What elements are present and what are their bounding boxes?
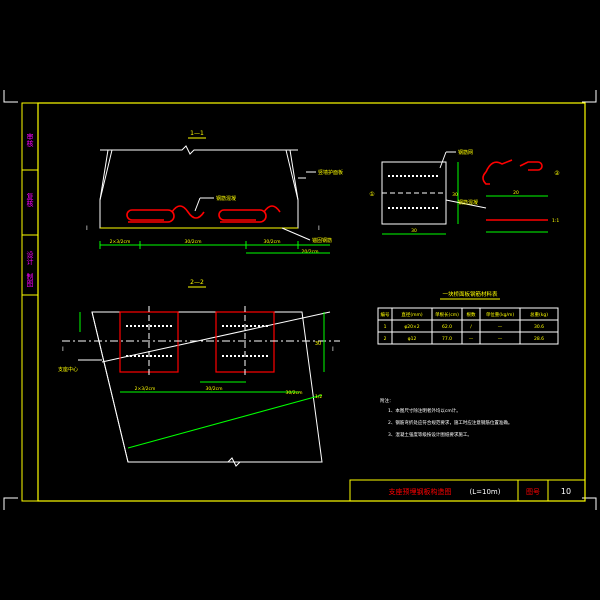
table-cell-0-5: 30.6	[534, 324, 544, 330]
sheet-label: 图号	[526, 488, 540, 496]
section-1-title: 1—1	[190, 130, 204, 137]
table-header-1: 直径(mm)	[401, 311, 423, 318]
section-2-dim-2: 30/2cm	[286, 390, 303, 396]
section-1-label-wall: 竖墙护面板	[318, 169, 343, 176]
table-header-4: 单位重(kg/m)	[486, 311, 515, 318]
section-2-right-marker: Ⅰ	[332, 346, 334, 353]
section-1-dim-2: 30/2cm	[264, 239, 281, 245]
table-cell-0-2: 62.0	[442, 324, 452, 330]
table-cell-1-4: —	[498, 337, 503, 342]
drawing-frame	[37, 102, 586, 502]
section-2-2: 2—2 Ⅰ Ⅰ 30 2×3/2cm 30/2cm 30/2cm	[58, 279, 340, 467]
table-cell-0-0: 1	[384, 324, 387, 330]
drawing-title: 支座预埋钢板构造图	[389, 487, 452, 496]
table-header-2: 单根长(cm)	[435, 311, 459, 318]
table-cell-1-3: —	[469, 337, 474, 342]
title-block: 支座预埋钢板构造图 (L=10m) 图号 10	[349, 479, 586, 502]
section-2-height-dim: 30	[315, 341, 321, 347]
detail-width-dim: 30	[411, 228, 417, 234]
section-1-dim-0: 2×3/2cm	[110, 239, 131, 245]
detail-bent-bar	[482, 159, 548, 221]
table-title: 一块桥面板钢筋材料表	[442, 290, 498, 298]
sign-off-sidebar: 审核 复核 设计 制图	[21, 102, 39, 502]
section-2-dim-1: 30/2cm	[206, 386, 223, 392]
sidebar-label-check: 复核	[26, 192, 34, 208]
rebar-detail: ① 30 30 20 ② 1:1 钢筋网 钢筋混凝	[369, 149, 560, 235]
notes-item-1: 2、钢筋弯折处应符合规范要求，施工时应注意钢筋位置准确。	[388, 419, 512, 426]
table-header-5: 总重(kg)	[530, 311, 548, 318]
section-1-1: 1—1 2×3/2cm 30/2cm 30/2cm 20/2cm Ⅰ Ⅰ 竖墙护…	[86, 130, 343, 255]
table-cell-0-1: φ20×2	[404, 324, 419, 330]
section-2-dim-3: 1/2	[315, 394, 322, 400]
detail-label-mid: 钢筋混凝	[458, 199, 478, 206]
sidebar-label-draft: 制图	[26, 272, 34, 288]
section-1-label-concrete: 钢筋混凝	[216, 195, 236, 202]
section-2-side-label: 支座中心	[58, 366, 78, 373]
table-cell-1-0: 2	[384, 336, 387, 342]
sheet-number: 10	[561, 487, 571, 496]
section-1-dim-1: 30/2cm	[185, 239, 202, 245]
table-cell-1-2: 77.0	[442, 336, 452, 342]
detail-label-top: 钢筋网	[458, 149, 473, 156]
notes: 附注： 1、本图尺寸除注明者外均以cm计。 2、钢筋弯折处应符合规范要求，施工时…	[380, 397, 512, 438]
sidebar-label-review: 审核	[26, 132, 34, 148]
notes-title: 附注：	[380, 397, 394, 404]
table-cell-0-4: —	[498, 325, 503, 330]
notes-item-0: 1、本图尺寸除注明者外均以cm计。	[388, 407, 461, 414]
section-2-left-marker: Ⅰ	[62, 346, 64, 353]
table-cell-1-5: 28.6	[534, 336, 544, 342]
section-1-dim-3: 20/2cm	[302, 249, 319, 255]
notes-item-2: 3、混凝土强度等级按设计图纸要求施工。	[388, 431, 472, 438]
material-table: 一块桥面板钢筋材料表 编号 直径(mm) 单根长(cm) 根数 单位重(kg/m…	[377, 290, 559, 345]
section-1-label-anchor: 锚固钢筋	[312, 237, 332, 244]
section-1-left-marker: Ⅰ	[86, 225, 88, 232]
table-cell-0-3: /	[470, 324, 472, 330]
table-cell-1-1: φ12	[408, 336, 417, 342]
sidebar-label-design: 设计	[26, 250, 34, 266]
sheet-corner-marks	[3, 90, 597, 510]
detail-side-dim: 30	[452, 192, 458, 198]
drawing-span: (L=10m)	[470, 488, 501, 496]
detail-circle-1: ①	[369, 191, 374, 198]
detail-bend-dim: 20	[513, 190, 519, 196]
section-1-right-marker: Ⅰ	[318, 225, 320, 232]
detail-end-dim: 1:1	[552, 218, 559, 224]
detail-circle-2: ②	[554, 170, 560, 177]
section-1-rebar	[126, 205, 281, 223]
section-2-dim-0: 2×3/2cm	[135, 386, 156, 392]
table-header-3: 根数	[467, 311, 476, 318]
table-header-0: 编号	[381, 311, 390, 318]
section-2-title: 2—2	[190, 279, 204, 286]
